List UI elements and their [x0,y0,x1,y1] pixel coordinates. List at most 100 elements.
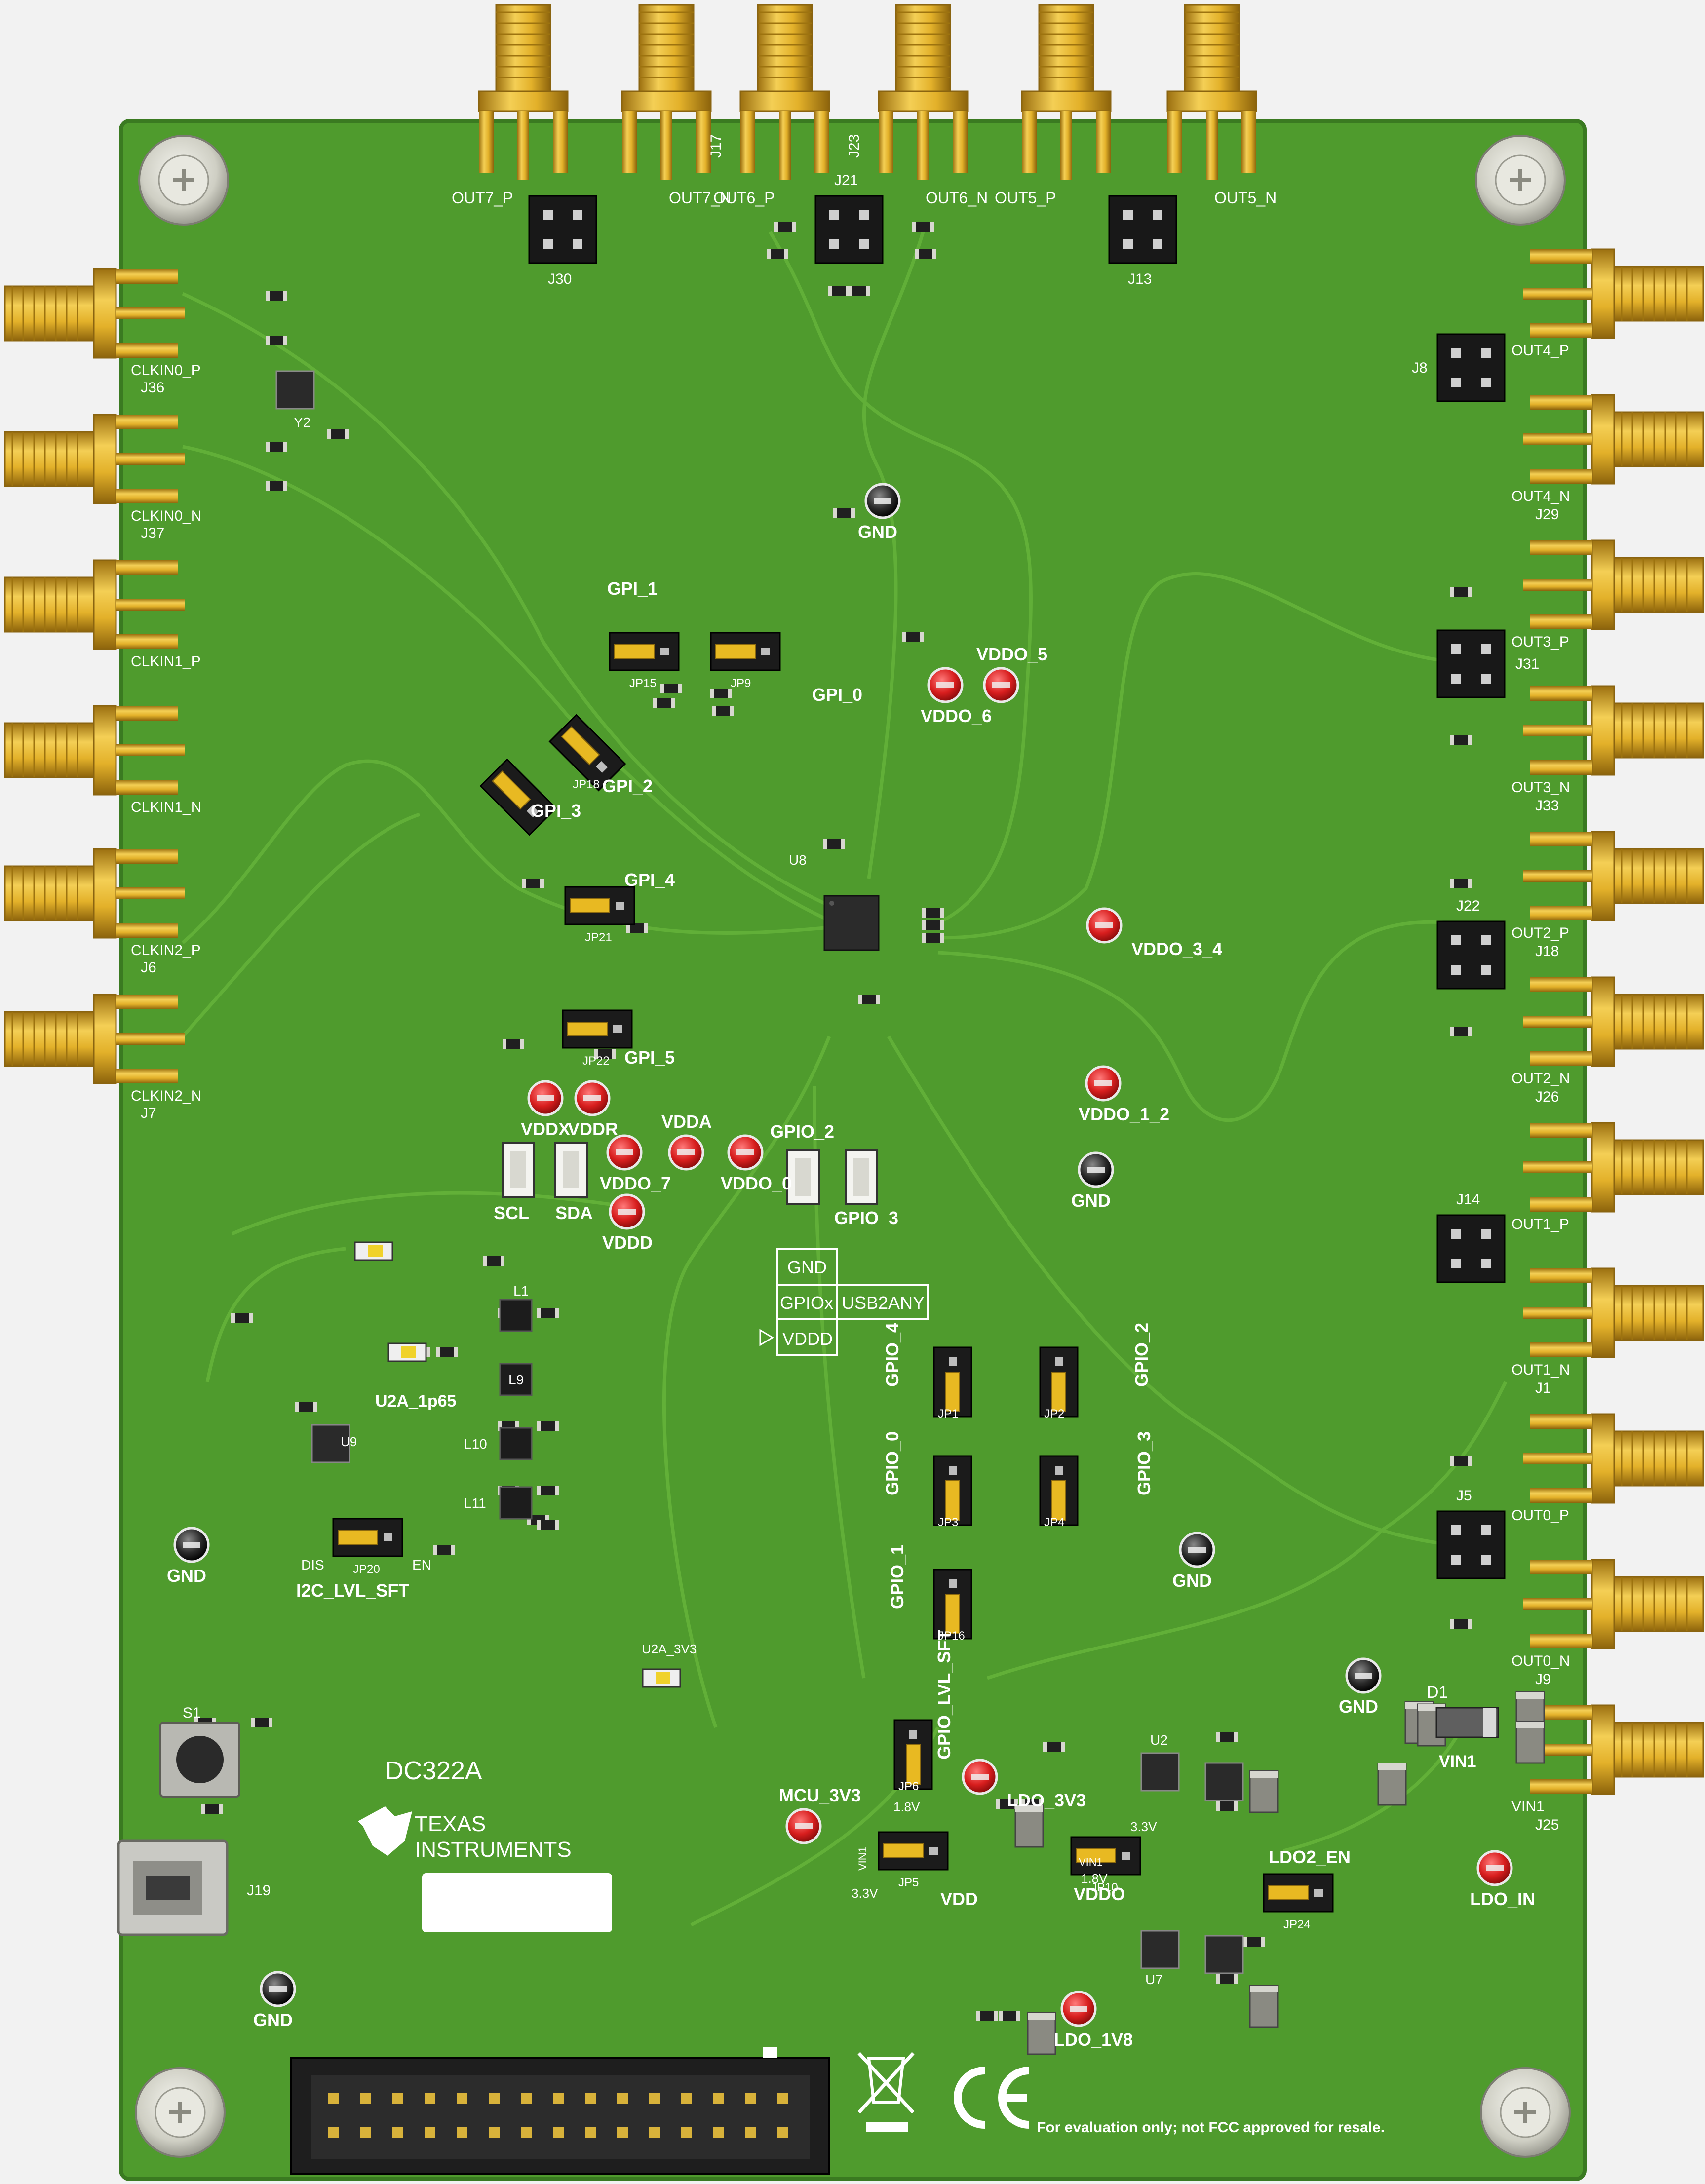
wire-test-loop[interactable] [845,1149,878,1205]
dis-label: DIS [301,1557,324,1572]
testpoint-vddr[interactable]: VDDR [568,1080,618,1139]
header-j22[interactable]: J22 [1436,898,1506,990]
sma-top-out7_p[interactable]: OUT7_P [452,4,569,207]
sma-right-out0_p[interactable]: OUT0_P [1511,1413,1704,1524]
ti-logo [358,1806,412,1856]
testpoint-ldo-in[interactable]: LDO_IN [1470,1850,1535,1909]
reset-button-s1[interactable] [159,1722,240,1798]
testpoint-gnd[interactable]: GND [1071,1151,1114,1211]
testpoint-vddo-7[interactable]: VDDO_7 [600,1134,671,1193]
sma-top-label: OUT6_P [713,189,775,207]
jumper-label: GPIO_3 [1134,1431,1154,1495]
testpoint-label: GND [1172,1571,1212,1591]
testpoint-vddo-5[interactable]: VDDO_5 [976,644,1047,703]
smd-passive [823,839,845,849]
testpoint-gnd[interactable]: GND [253,1971,296,2030]
sma-left-clkin1_p[interactable]: CLKIN1_P [4,559,201,670]
testpoint-gnd[interactable]: GND [1172,1532,1215,1591]
sma-right-out4_p[interactable]: OUT4_P [1511,248,1704,359]
jumper-gpi-3[interactable]: GPI_3 [479,758,581,836]
j19-label: J19 [247,1882,271,1899]
header-j5[interactable]: J5 [1436,1488,1506,1579]
testpoint-gnd[interactable]: GND [858,483,901,542]
sma-right-out1_p[interactable]: OUT1_P [1511,1122,1704,1232]
sma-left-label: CLKIN1_N [131,799,201,815]
sma-top-out5_n[interactable]: OUT5_N [1166,4,1277,207]
d1-label: D1 [1427,1683,1448,1702]
sma-top-out5_p[interactable]: OUT5_P [995,4,1112,207]
smd-passive [710,689,732,698]
testpoint-vddx[interactable]: VDDX [521,1080,570,1139]
testpoint-vddo-6[interactable]: VDDO_6 [921,667,992,726]
testpoint-mcu-3v3[interactable]: MCU_3V3 [779,1785,861,1844]
sma-right-out3_p[interactable]: OUT3_P [1511,539,1704,650]
usb-connector-j19[interactable] [117,1839,229,1936]
testpoint-label: VDDO_6 [921,706,992,726]
header-j21[interactable]: J21 [814,172,884,264]
mounting-hole-tl [138,135,229,226]
sma-right-label: OUT4_N [1511,488,1570,504]
smd-passive [436,1347,458,1357]
testpoint-vdda[interactable]: VDDA [661,1111,712,1171]
testpoint-vddo-0[interactable]: VDDO_0 [721,1134,792,1193]
smd-passive [912,222,934,232]
wire-test-loop[interactable] [554,1142,588,1198]
sda-label: SDA [555,1203,593,1223]
header-j13[interactable]: J13 [1108,195,1177,287]
header-j8[interactable]: J8 [1412,333,1506,402]
sma-right-ref: J1 [1535,1380,1551,1396]
sma-right-out0_n[interactable]: OUT0_NJ9 [1511,1559,1704,1687]
sma-right-ref: J9 [1535,1671,1551,1687]
testpoint-vddo-1-2[interactable]: VDDO_1_2 [1079,1065,1169,1124]
testpoint-gnd[interactable]: GND [1339,1657,1382,1717]
sma-top-out7_n[interactable]: OUT7_N [621,4,731,207]
sma-right-ref: J26 [1535,1089,1559,1105]
ribbon-header-connector[interactable] [290,2047,830,2175]
sma-right-out1_n[interactable]: OUT1_NJ1 [1511,1267,1704,1396]
header-j31[interactable]: J31 [1436,629,1539,698]
testpoint-ldo-1v8[interactable]: LDO_1V8 [1054,1991,1133,2050]
header-j14[interactable]: J14 [1436,1191,1506,1283]
vin1-small2-label: VIN1 [1079,1856,1103,1868]
u2a-1p65-label: U2A_1p65 [375,1392,456,1411]
gpio3-label: GPIO_3 [834,1208,898,1228]
u9-label: U9 [341,1434,357,1449]
testpoint-gnd[interactable]: GND [167,1527,210,1586]
header-j30[interactable]: J30 [528,195,597,287]
u8-label: U8 [789,852,807,868]
testpoint-ldo-3v3[interactable]: LDO_3V3 [962,1759,1086,1810]
sma-left-clkin2_p[interactable]: CLKIN2_PJ6 [4,848,201,976]
testpoint-vddd[interactable]: VDDD [602,1193,653,1253]
wire-test-loop[interactable] [786,1149,820,1205]
capacitor [1515,1721,1545,1764]
sma-left-clkin1_n[interactable]: CLKIN1_N [4,705,201,815]
smd-passive [483,1256,504,1266]
sma-left-clkin2_n[interactable]: CLKIN2_NJ7 [4,994,201,1121]
wire-test-loop[interactable] [502,1142,535,1198]
testpoint-vddo-3-4[interactable]: VDDO_3_4 [1086,907,1222,959]
